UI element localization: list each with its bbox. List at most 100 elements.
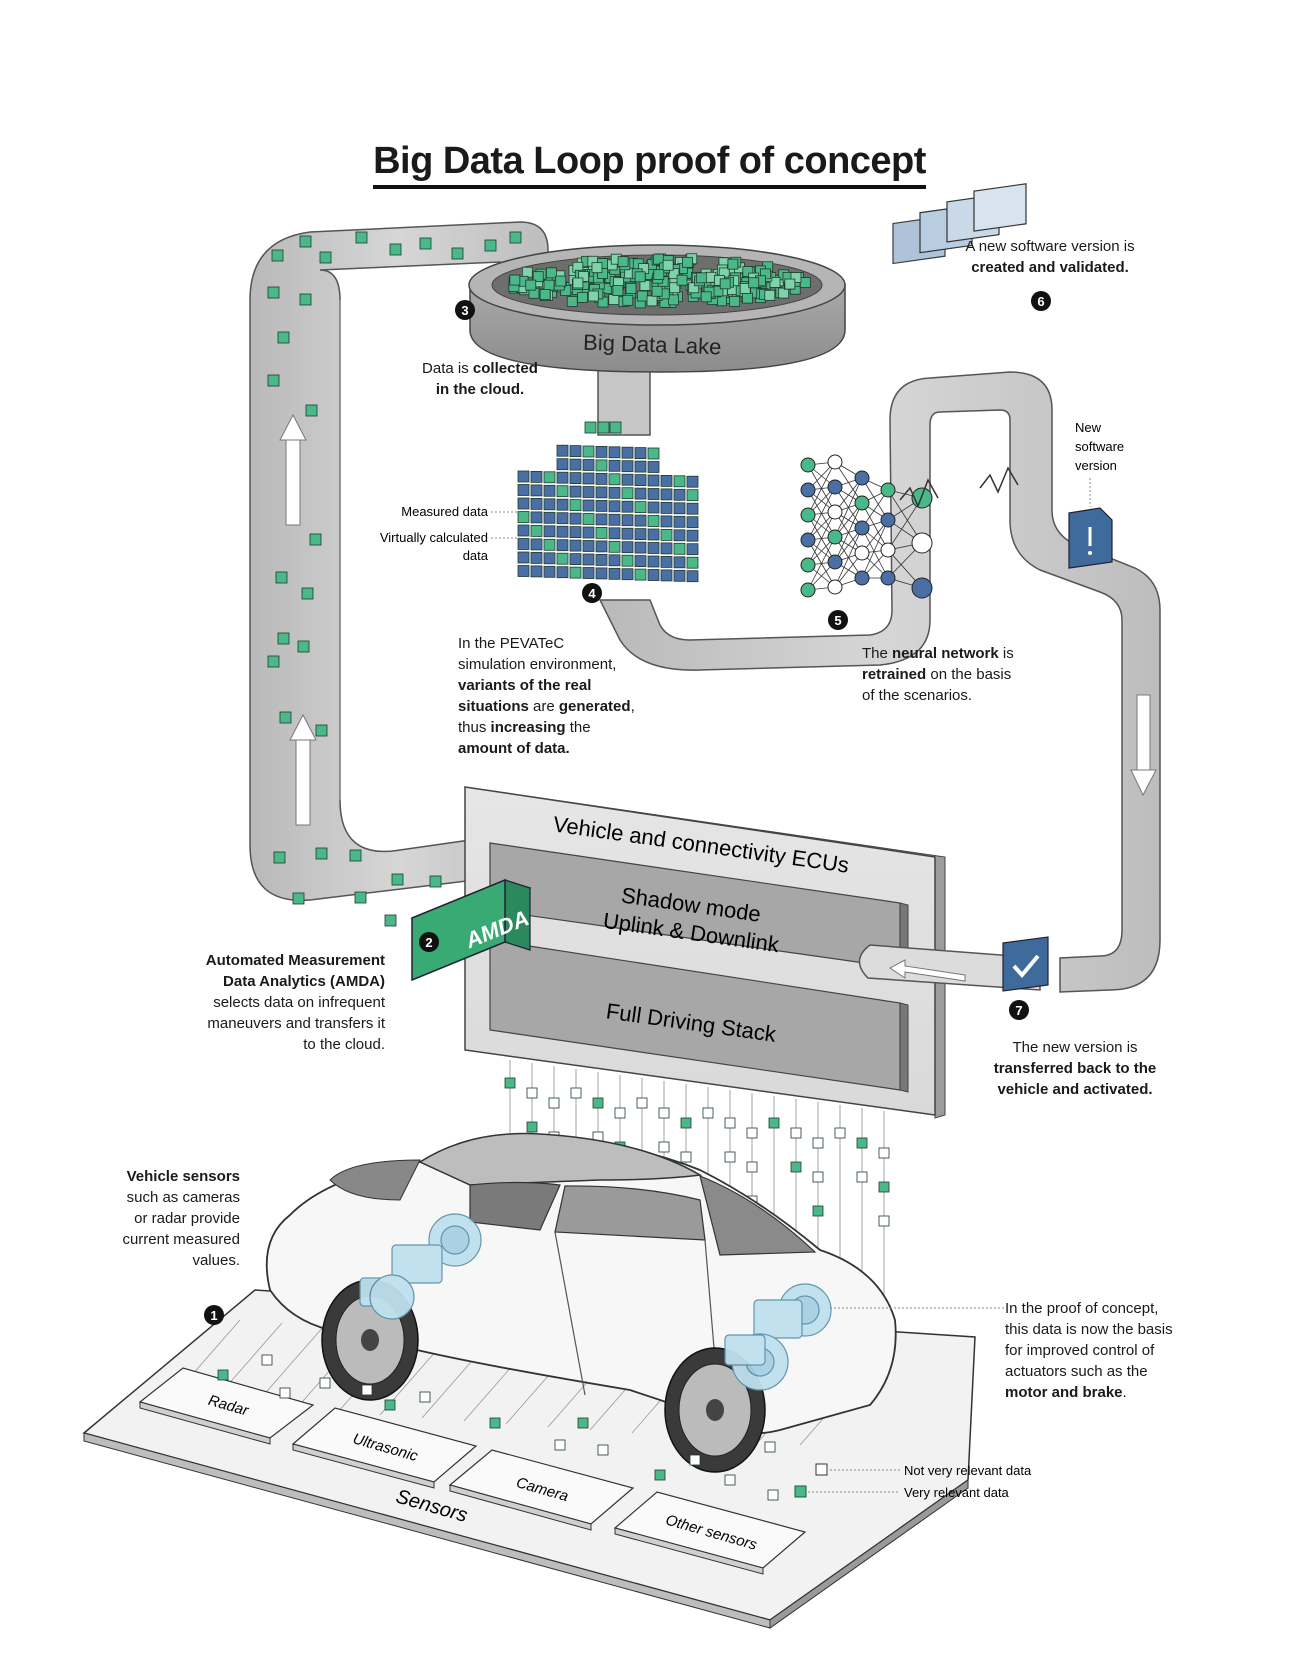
- grid-cube: [621, 568, 634, 581]
- band-cube: [354, 891, 367, 904]
- lake-cube: [578, 271, 589, 282]
- drop-cube: [878, 1147, 890, 1159]
- grid-cube: [608, 473, 621, 486]
- down-arrow-icon: [1130, 694, 1157, 797]
- band-cube: [273, 851, 286, 864]
- grid-cube: [543, 484, 556, 497]
- drop-cube: [504, 1077, 516, 1089]
- sensor-module-radar: Radar: [138, 1367, 315, 1445]
- grid-cube: [569, 445, 582, 458]
- step-circle: [455, 300, 475, 320]
- grid-cube: [569, 539, 582, 552]
- lake-cube: [509, 274, 521, 286]
- lake-data-cubes: [508, 253, 811, 309]
- grid-cube: [582, 445, 595, 458]
- grid-cube: [634, 541, 647, 554]
- grid-cube: [660, 501, 673, 514]
- band-cube: [509, 231, 522, 244]
- sensor-cube: [419, 1391, 431, 1403]
- nn-node: [880, 542, 896, 558]
- lake-cube: [700, 291, 712, 303]
- step-marker-5: 5: [828, 610, 848, 630]
- step-circle: [419, 932, 439, 952]
- nn-node: [854, 470, 870, 486]
- grid-cube: [582, 459, 595, 471]
- grid-cube: [647, 488, 660, 500]
- grid-cube: [595, 567, 608, 580]
- band-cube: [484, 239, 497, 252]
- grid-cube: [569, 512, 582, 525]
- grid-cube: [530, 497, 543, 510]
- grid-cube: [543, 498, 556, 511]
- band-cube: [349, 849, 362, 862]
- validated-check-icon: [1002, 936, 1049, 992]
- grid-cube: [595, 445, 608, 458]
- grid-cube: [686, 543, 699, 556]
- band-cube: [292, 892, 305, 905]
- grid-cube: [634, 460, 647, 473]
- lake-cube: [543, 279, 555, 291]
- grid-cube: [582, 553, 595, 566]
- step-circle: [582, 583, 602, 603]
- drop-cube: [856, 1171, 868, 1183]
- up-arrow-upper-icon: [279, 413, 307, 526]
- lake-cube: [769, 277, 781, 288]
- lake-cube: [608, 294, 620, 305]
- new-software-label-2: software: [1075, 439, 1124, 454]
- nn-edge: [834, 477, 863, 538]
- grid-cube: [634, 528, 647, 540]
- nn-node: [827, 554, 843, 570]
- nn-edge: [861, 527, 889, 579]
- grid-cube: [647, 447, 660, 460]
- lake-cube: [617, 256, 629, 268]
- big-data-lake-label: Big Data Lake: [583, 330, 722, 360]
- grid-cube: [608, 486, 621, 499]
- drop-cube: [636, 1097, 648, 1109]
- grid-cube: [673, 515, 686, 528]
- lake-cube: [532, 271, 544, 283]
- grid-cube: [608, 527, 621, 540]
- lake-cube: [521, 266, 533, 278]
- step-marker-1: 1: [204, 1305, 224, 1325]
- grid-cube: [673, 556, 686, 569]
- grid-cube: [621, 487, 634, 500]
- drop-cube: [526, 1121, 538, 1133]
- right-conveyor-band: [598, 371, 1161, 993]
- grid-cube: [582, 540, 595, 552]
- grid-cube: [647, 474, 660, 487]
- grid-cube: [595, 459, 608, 472]
- legend-not-relevant-cube: [815, 1463, 828, 1476]
- grid-cube: [582, 513, 595, 525]
- drop-cube: [812, 1171, 824, 1183]
- lake-cube: [591, 262, 603, 274]
- grid-cube: [582, 486, 595, 498]
- grid-cube: [530, 484, 543, 497]
- caption-step-7: The new version is transferred back to t…: [993, 1039, 1157, 1098]
- step-marker-6: 6: [1031, 291, 1051, 311]
- big-data-lake: Big Data Lake: [468, 244, 846, 373]
- grid-cube: [569, 458, 582, 471]
- drop-cube: [680, 1151, 692, 1163]
- band-cube: [297, 640, 310, 653]
- nn-edge: [807, 511, 836, 566]
- sensor-cube: [261, 1354, 273, 1366]
- sensor-cube: [597, 1444, 609, 1456]
- grid-cube: [660, 474, 673, 487]
- measured-data-label: Measured data: [401, 504, 488, 519]
- grid-cube: [673, 529, 686, 542]
- lake-cube: [566, 296, 578, 307]
- grid-cube: [543, 565, 556, 578]
- sensor-cube: [767, 1489, 779, 1501]
- grid-cube: [608, 554, 621, 567]
- drop-cube: [746, 1127, 758, 1139]
- simulation-data-grid: [517, 421, 699, 583]
- nn-edge: [861, 477, 889, 521]
- grid-cube: [595, 554, 608, 566]
- grid-cube: [582, 472, 595, 485]
- grid-cube: [517, 484, 530, 496]
- grid-cube: [543, 511, 556, 524]
- new-software-label-3: version: [1075, 458, 1117, 473]
- grid-cube: [595, 540, 608, 553]
- lake-cube: [719, 278, 731, 290]
